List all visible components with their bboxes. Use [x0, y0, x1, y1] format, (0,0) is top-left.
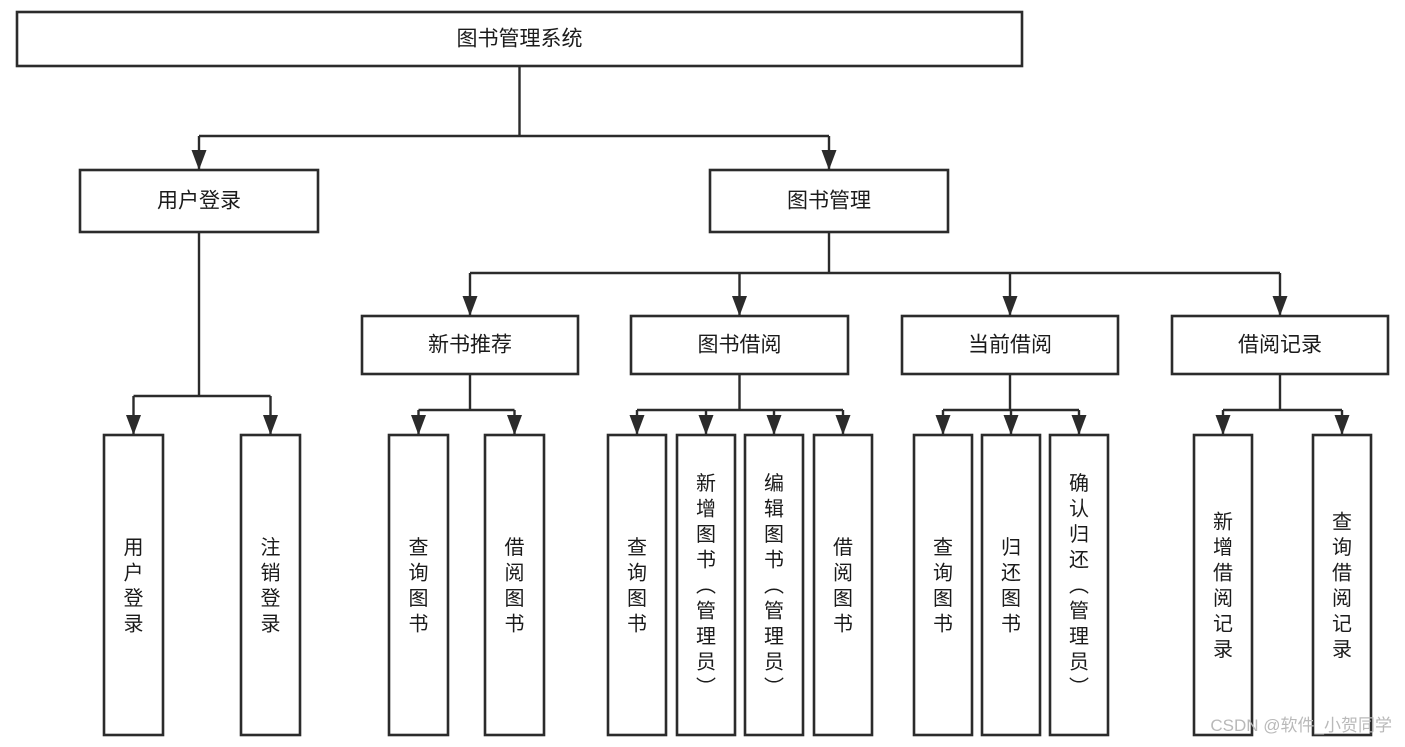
- node-label: 归还图书: [1001, 536, 1021, 636]
- node-box: [900, 314, 1120, 376]
- leaf-node-leaf-add-borrow-record[interactable]: 新增借阅记录: [1192, 433, 1254, 737]
- node-label: 新增图书︵管理员︶: [696, 472, 716, 699]
- node-label: 查询借阅记录: [1332, 510, 1352, 661]
- arrow-head: [629, 415, 645, 435]
- node-box: [483, 433, 546, 737]
- arrow-head: [462, 296, 478, 316]
- root-node-root[interactable]: 图书管理系统: [15, 10, 1024, 68]
- node-box: [102, 433, 165, 737]
- node-layer: 图书管理系统用户登录图书管理新书推荐图书借阅当前借阅借阅记录用户登录注销登录查询…: [15, 10, 1390, 737]
- node-label: 确认归还︵管理员︶: [1069, 472, 1089, 699]
- node-label: 用户登录: [157, 190, 241, 213]
- level2-node-user-login[interactable]: 用户登录: [78, 168, 320, 234]
- arrow-head: [1071, 415, 1087, 435]
- connector-group-root: [191, 66, 837, 170]
- level3-node-book-borrow[interactable]: 图书借阅: [629, 314, 850, 376]
- leaf-node-leaf-edit-book[interactable]: 编辑图书︵管理员︶: [743, 433, 805, 737]
- arrow-head: [507, 415, 522, 435]
- node-label: 图书借阅: [698, 334, 782, 357]
- node-label: 图书管理: [787, 190, 871, 213]
- node-box: [78, 168, 320, 234]
- level3-node-borrow-record[interactable]: 借阅记录: [1170, 314, 1390, 376]
- level3-node-current-borrow[interactable]: 当前借阅: [900, 314, 1120, 376]
- connector-layer: [126, 66, 1350, 435]
- node-box: [606, 433, 668, 737]
- arrow-head: [821, 150, 837, 170]
- level3-node-new-book-recommend[interactable]: 新书推荐: [360, 314, 580, 376]
- arrow-head: [263, 415, 278, 435]
- node-box: [743, 433, 805, 737]
- node-box: [360, 314, 580, 376]
- leaf-node-leaf-return-book[interactable]: 归还图书: [980, 433, 1042, 737]
- arrow-head: [1334, 415, 1350, 435]
- node-label: 图书管理系统: [457, 28, 583, 51]
- node-box: [629, 314, 850, 376]
- node-label: 编辑图书︵管理员︶: [764, 472, 784, 699]
- arrow-head: [411, 415, 426, 435]
- node-box: [239, 433, 302, 737]
- leaf-node-leaf-user-login[interactable]: 用户登录: [102, 433, 165, 737]
- node-box: [675, 433, 737, 737]
- arrow-head: [1003, 415, 1019, 435]
- arrow-head: [1002, 296, 1018, 316]
- node-label: 新增借阅记录: [1213, 510, 1233, 661]
- node-box: [812, 433, 874, 737]
- node-box: [15, 10, 1024, 68]
- node-box: [1311, 433, 1373, 737]
- leaf-node-leaf-confirm-return[interactable]: 确认归还︵管理员︶: [1048, 433, 1110, 737]
- arrow-head: [126, 415, 141, 435]
- arrow-head: [935, 415, 951, 435]
- arrow-head: [732, 296, 747, 316]
- connector-group-borrow-record: [1215, 374, 1350, 435]
- node-label: 借阅图书: [833, 536, 853, 636]
- arrow-head: [1272, 296, 1288, 316]
- connector-group-user-login: [126, 232, 278, 435]
- connector-group-new-book-recommend: [411, 374, 522, 435]
- leaf-node-leaf-borrow-book[interactable]: 借阅图书: [812, 433, 874, 737]
- node-box: [708, 168, 950, 234]
- arrow-head: [698, 415, 714, 435]
- leaf-node-leaf-query-borrow-record[interactable]: 查询借阅记录: [1311, 433, 1373, 737]
- leaf-node-leaf-logout[interactable]: 注销登录: [239, 433, 302, 737]
- node-box: [1192, 433, 1254, 737]
- node-label: 用户登录: [124, 537, 144, 636]
- leaf-node-leaf-add-book[interactable]: 新增图书︵管理员︶: [675, 433, 737, 737]
- leaf-node-leaf-query-book-borrow[interactable]: 查询图书: [606, 433, 668, 737]
- node-box: [980, 433, 1042, 737]
- leaf-node-leaf-query-book-recommend[interactable]: 查询图书: [387, 433, 450, 737]
- arrow-head: [766, 415, 782, 435]
- arrow-head: [835, 415, 851, 435]
- arrow-head: [1215, 415, 1231, 435]
- node-label: 查询图书: [627, 536, 647, 636]
- csdn-watermark: CSDN @软件_小贺同学: [1210, 716, 1392, 735]
- connector-group-current-borrow: [935, 374, 1087, 435]
- node-label: 借阅记录: [1238, 334, 1322, 357]
- node-box: [1170, 314, 1390, 376]
- node-label: 当前借阅: [968, 334, 1052, 357]
- leaf-node-leaf-borrow-book-recommend[interactable]: 借阅图书: [483, 433, 546, 737]
- node-label: 注销登录: [261, 536, 281, 636]
- node-label: 新书推荐: [428, 334, 512, 357]
- connector-group-book-management: [462, 232, 1288, 316]
- node-label: 查询图书: [409, 536, 429, 636]
- node-label: 借阅图书: [505, 536, 525, 636]
- node-box: [912, 433, 974, 737]
- level2-node-book-management[interactable]: 图书管理: [708, 168, 950, 234]
- connector-group-book-borrow: [629, 374, 851, 435]
- arrow-head: [191, 150, 207, 170]
- leaf-node-leaf-query-book-current[interactable]: 查询图书: [912, 433, 974, 737]
- node-label: 查询图书: [933, 536, 953, 636]
- node-box: [387, 433, 450, 737]
- node-box: [1048, 433, 1110, 737]
